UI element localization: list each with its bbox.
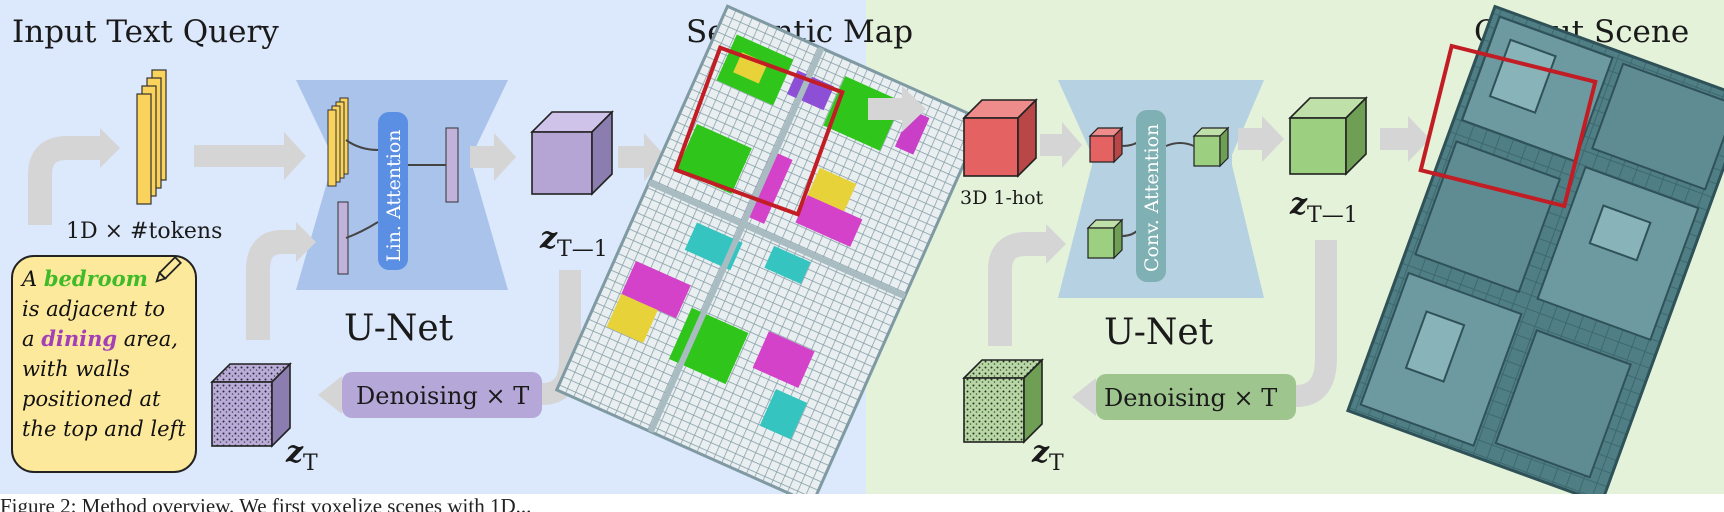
small-red-cube	[1088, 126, 1124, 164]
arrow-head	[318, 376, 342, 414]
arrow-shaft	[470, 146, 494, 168]
arrow-head	[284, 132, 306, 180]
noise-to-unet-arrow	[246, 230, 296, 340]
query-line-6: the top and left	[22, 417, 186, 441]
arrow-shaft	[618, 146, 644, 168]
bedroom-word: bedroom	[44, 266, 148, 291]
arrow-head	[1062, 122, 1082, 168]
arrow-head	[902, 86, 926, 132]
left-attention-label: Lin. Attention	[383, 129, 405, 262]
tokens-label: 1D × #tokens	[66, 219, 222, 244]
arrow-shaft	[1380, 128, 1408, 150]
arrow-shaft	[194, 145, 284, 167]
left-denoising-label: Denoising × T	[356, 382, 529, 410]
query-line-1: A	[20, 267, 44, 291]
right-noise-z: z	[1031, 435, 1050, 470]
right-latent-z: z	[1289, 187, 1308, 222]
arrow-shaft	[868, 98, 902, 120]
arrow-head	[494, 133, 516, 181]
left-noise-sub: T	[303, 451, 318, 476]
left-denoising-box	[342, 372, 542, 418]
arrow-head	[1072, 378, 1096, 416]
arrow-head	[100, 128, 120, 168]
right-attention-label: Conv. Attention	[1141, 124, 1163, 272]
left-unet-label: U-Net	[344, 308, 454, 349]
query-line-3: a	[22, 327, 41, 351]
input-text-query-title: Input Text Query	[12, 14, 279, 50]
token-stack-icon	[136, 69, 167, 205]
query-to-tokens-arrow	[28, 136, 100, 225]
right-noise-cube	[962, 358, 1044, 444]
pencil-icon	[155, 255, 183, 283]
arrow-head	[1408, 116, 1430, 162]
left-latent-sub: T—1	[557, 237, 608, 262]
right-latent-cube	[1288, 96, 1368, 176]
left-noise-cube	[210, 362, 292, 448]
right-noise-to-unet-arrow	[988, 232, 1046, 346]
arrow-shaft	[1040, 134, 1062, 156]
left-latent-z: z	[539, 221, 558, 256]
small-green-cube-top	[1192, 126, 1230, 168]
right-latent-to-denoise-arrow	[1295, 240, 1337, 407]
arrow-shaft	[1238, 128, 1262, 150]
onehot-cube	[962, 98, 1038, 178]
arrow-head	[296, 222, 316, 262]
left-unet: Lin. Attention	[296, 80, 508, 290]
right-unet-label: U-Net	[1104, 312, 1214, 353]
left-latent-cube	[530, 110, 614, 196]
small-green-cube-bottom	[1086, 218, 1124, 260]
left-noise-label: zT	[285, 435, 318, 476]
onehot-label: 3D 1-hot	[960, 187, 1044, 209]
query-line-5: positioned at	[22, 387, 161, 411]
right-unet: Conv. Attention	[1058, 80, 1264, 298]
query-line-3-end: area,	[117, 327, 178, 351]
semantic-map-image	[554, 4, 986, 506]
right-noise-sub: T	[1049, 451, 1064, 476]
query-line-4: with walls	[22, 357, 130, 381]
right-noise-label: zT	[1031, 435, 1064, 476]
right-denoising-box	[1096, 374, 1296, 420]
left-noise-z: z	[285, 435, 304, 470]
query-line-2: is adjacent to	[22, 297, 165, 321]
output-scene-image	[1345, 4, 1724, 505]
left-latent-label: zT—1	[539, 221, 608, 262]
output-scene-highlight	[1418, 43, 1598, 209]
dining-word: dining	[41, 326, 117, 351]
figure-caption: Figure 2: Method overview. We first voxe…	[0, 494, 532, 512]
arrow-head	[1262, 116, 1284, 162]
right-latent-sub: T—1	[1307, 203, 1358, 228]
arrow-head	[644, 133, 666, 181]
semantic-map-highlight	[673, 45, 845, 217]
right-denoising-label: Denoising × T	[1104, 384, 1277, 412]
right-latent-label: zT—1	[1289, 187, 1358, 228]
query-text-box: A bedroom is adjacent to a dining area, …	[11, 255, 197, 473]
svg-text:A bedroom is adjacent to: A bedroom is adjacent to a dining area, …	[20, 266, 186, 441]
arrow-head	[1046, 224, 1066, 264]
